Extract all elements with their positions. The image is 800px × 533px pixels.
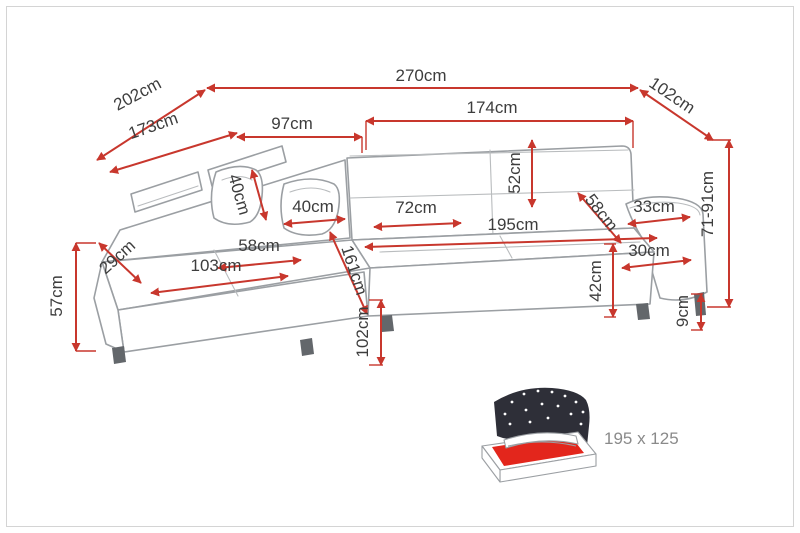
dim-leg-height-label: 9cm: [673, 295, 692, 327]
dim-total-height-range-label: 71-91cm: [698, 171, 717, 237]
dim-armrest-top-width: 33cm: [627, 197, 691, 228]
image-border: [6, 6, 794, 527]
dim-left-height: 57cm: [47, 242, 96, 352]
dim-sleeping-length-label: 195cm: [487, 215, 538, 234]
sleeping-function-icon: 195 x 125: [481, 387, 679, 483]
dim-total-width-label: 270cm: [395, 66, 446, 85]
backrest-seam-horizontal: [349, 189, 635, 199]
armrest-roll-line: [629, 201, 701, 216]
dim-armrest-inner-width: 30cm: [621, 241, 692, 272]
dim-back-left-width: 97cm: [236, 114, 363, 153]
dim-pillow-large: 40cm: [283, 197, 346, 228]
main-seat-front: [367, 251, 655, 317]
leg-chaise-right: [300, 338, 314, 356]
sheet-fold-line: [507, 441, 577, 447]
dim-backrest-height-label: 52cm: [505, 152, 524, 194]
headrest-seam: [137, 185, 199, 207]
dim-chaise-seat-width: 58cm: [217, 236, 302, 272]
leg-main-right: [636, 303, 650, 320]
dim-total-width: 270cm: [206, 66, 639, 93]
dim-seat-depth: 72cm: [373, 198, 462, 232]
dim-seat-front-height: 42cm: [586, 243, 618, 318]
dim-backrest-height: 52cm: [505, 139, 537, 208]
dim-back-right-width-label: 174cm: [466, 98, 517, 117]
dimension-annotations: 270cm 202cm 102cm 173cm 97cm 174cm: [47, 66, 734, 366]
dim-back-left-width-label: 97cm: [271, 114, 313, 133]
bed-base-left: [481, 445, 501, 483]
dim-leg-height: 9cm: [673, 293, 706, 331]
pillow-crease-2: [289, 187, 331, 193]
dim-chaise-front-length-label: 102cm: [353, 306, 372, 357]
dim-armrest-inner-width-label: 30cm: [628, 241, 670, 260]
dim-diag-right: 102cm: [639, 73, 714, 141]
leg-main-left: [380, 315, 394, 332]
dim-seat-front-height-label: 42cm: [586, 260, 605, 302]
dim-armrest-top-width-label: 33cm: [633, 197, 675, 216]
backrest-top-edge: [349, 149, 629, 157]
dim-chaise-seat-width-label: 58cm: [238, 236, 280, 255]
dim-chaise-outer-width-label: 103cm: [190, 256, 241, 275]
dim-left-height-label: 57cm: [47, 275, 66, 317]
sleeping-area-label: 195 x 125: [604, 429, 679, 448]
dim-sleeping-length: 195cm: [364, 215, 658, 252]
dim-chaise-outer-width: 103cm: [150, 256, 289, 297]
dim-back-right-width: 174cm: [365, 98, 634, 150]
dim-seat-depth-label: 72cm: [395, 198, 437, 217]
leg-chaise-left: [112, 346, 126, 364]
dim-pillow-large-label: 40cm: [292, 197, 334, 216]
blanket: [494, 387, 590, 446]
backrest-seam-vertical: [489, 149, 494, 237]
dim-diag-left-outer-label: 202cm: [110, 74, 164, 115]
headrest-panel-left: [130, 171, 203, 213]
dim-chaise-front-length: 102cm: [353, 299, 386, 366]
dim-total-height-range: 71-91cm: [698, 139, 734, 308]
dim-diag-left-inner-label: 173cm: [126, 109, 180, 144]
sofa-illustration: [93, 145, 708, 364]
